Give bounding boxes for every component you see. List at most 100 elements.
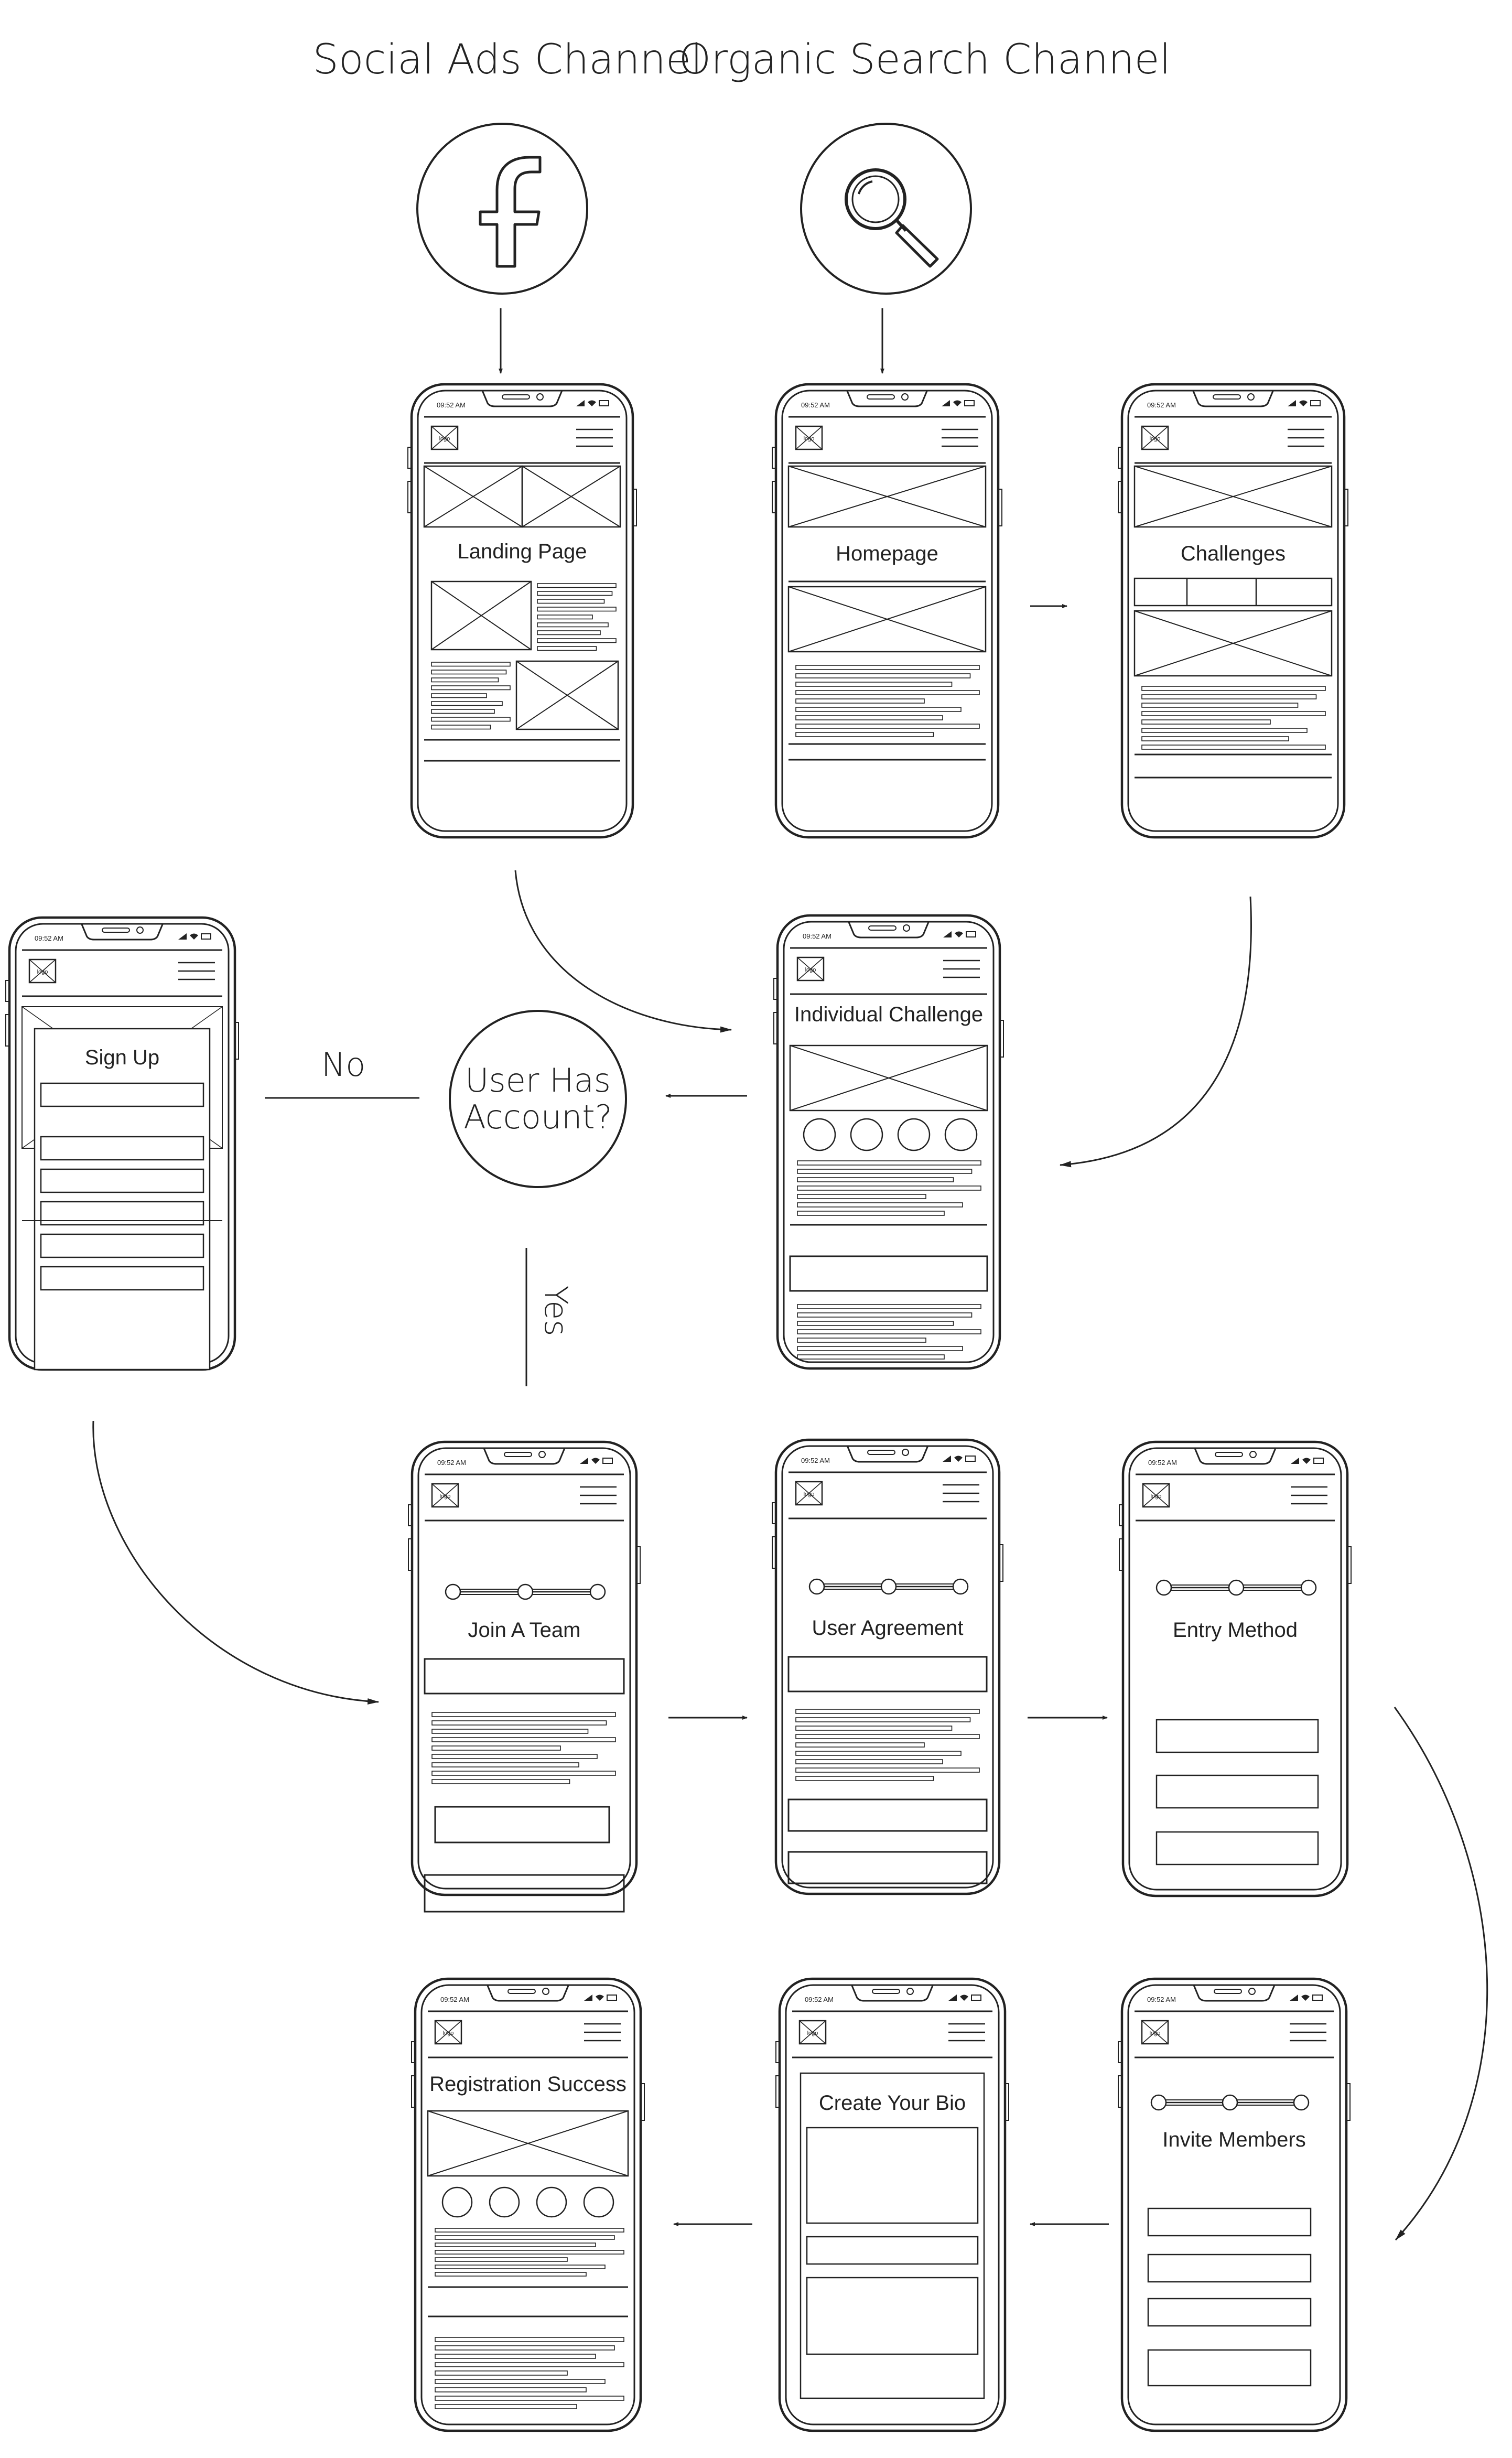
front-camera xyxy=(902,1449,909,1456)
signal-wifi-battery-icon xyxy=(1291,1458,1324,1464)
text-line xyxy=(797,1185,981,1191)
text-line xyxy=(431,717,511,722)
image-placeholder xyxy=(1133,610,1333,677)
front-camera xyxy=(1248,1988,1256,1995)
yes-label: Yes xyxy=(537,1286,574,1336)
phone-bezel xyxy=(417,1447,631,1890)
logo-frame xyxy=(1141,2020,1169,2045)
phone-bezel xyxy=(785,1984,1000,2425)
text-line xyxy=(795,665,980,670)
screen-title: Challenges xyxy=(1181,542,1286,565)
hamburger-menu-icon[interactable] xyxy=(943,1484,979,1503)
logo-placeholder: logo xyxy=(1141,425,1169,450)
front-camera xyxy=(903,924,910,932)
image-frame xyxy=(1133,465,1333,528)
form-field xyxy=(40,1201,204,1226)
phone-notch xyxy=(487,1985,569,2002)
text-line xyxy=(431,709,495,714)
hamburger-menu-icon[interactable] xyxy=(1290,2023,1326,2042)
logo-placeholder: logo xyxy=(28,958,57,984)
logo-frame xyxy=(1141,425,1169,450)
hamburger-menu-icon[interactable] xyxy=(580,1486,617,1505)
hamburger-menu-icon[interactable] xyxy=(1291,1486,1327,1505)
logo-frame xyxy=(434,2020,462,2045)
speaker-grill xyxy=(872,1989,900,1994)
text-line xyxy=(431,1745,561,1751)
signal-wifi-battery-icon xyxy=(942,400,975,406)
front-camera xyxy=(1249,1451,1257,1458)
signal-wifi-battery-icon xyxy=(178,933,211,940)
text-line xyxy=(431,1771,616,1776)
content-block xyxy=(787,1656,988,1692)
speaker-grill xyxy=(102,928,130,933)
wireframe-line xyxy=(799,2020,826,2044)
logo-placeholder: logo xyxy=(796,956,825,982)
text-line xyxy=(431,1720,607,1726)
text-line xyxy=(797,1177,954,1182)
logo-placeholder: logo xyxy=(795,1481,823,1506)
side-button xyxy=(1347,1546,1352,1584)
hamburger-menu-icon[interactable] xyxy=(1288,428,1324,447)
hamburger-menu-icon[interactable] xyxy=(942,428,978,447)
side-button xyxy=(411,2075,416,2108)
avatar xyxy=(850,1118,883,1151)
side-button xyxy=(5,980,10,1002)
text-line xyxy=(435,2257,568,2262)
join-button xyxy=(434,1806,610,1843)
channel-title-organic: Organic Search Channel xyxy=(679,36,1171,83)
front-camera xyxy=(1247,393,1255,401)
status-time: 09:52 AM xyxy=(1147,401,1176,409)
side-button xyxy=(999,1544,1003,1582)
hamburger-menu-icon[interactable] xyxy=(178,962,215,980)
text-line xyxy=(797,1312,973,1318)
stepper-dot xyxy=(1222,2094,1238,2111)
text-line xyxy=(537,599,605,604)
image-frame xyxy=(430,580,532,651)
signal-wifi-battery-icon xyxy=(580,1458,613,1464)
image-cross xyxy=(1134,610,1332,676)
image-frame xyxy=(789,1044,988,1112)
flow-connectors xyxy=(92,308,1488,2241)
avatar xyxy=(583,2186,614,2218)
phone-notch xyxy=(483,1448,566,1465)
phone-body xyxy=(414,1977,642,2432)
avatar xyxy=(536,2186,567,2218)
hamburger-menu-icon[interactable] xyxy=(576,428,613,447)
logo-frame xyxy=(798,2020,827,2045)
phone-body xyxy=(1121,1440,1349,1898)
text-line xyxy=(1141,719,1271,725)
logo-text: logo xyxy=(439,436,450,442)
text-line xyxy=(797,1194,926,1199)
status-time: 09:52 AM xyxy=(805,1996,834,2003)
screen-title: Landing Page xyxy=(458,540,587,563)
text-line xyxy=(435,2228,624,2233)
phone-notch xyxy=(1192,390,1274,407)
battery xyxy=(964,400,975,406)
hamburger-menu-icon[interactable] xyxy=(948,2023,985,2042)
search-icon xyxy=(800,123,972,295)
wireframe-line xyxy=(795,1481,823,1505)
decision-node: User Has Account? xyxy=(449,1010,627,1188)
stepper-dot xyxy=(1293,2094,1310,2111)
front-camera xyxy=(536,393,544,401)
hamburger-menu-icon[interactable] xyxy=(584,2023,621,2042)
text-line xyxy=(435,2345,615,2351)
logo-frame xyxy=(796,956,825,982)
logo-text: logo xyxy=(1150,436,1161,442)
text-line xyxy=(431,685,511,691)
text-line xyxy=(795,1767,980,1773)
avatar xyxy=(897,1118,931,1151)
side-button xyxy=(1118,481,1122,513)
battery xyxy=(599,400,609,406)
battery xyxy=(607,1995,617,2001)
text-lines xyxy=(435,2228,624,2277)
text-line xyxy=(537,646,597,651)
text-line xyxy=(431,662,511,667)
hamburger-menu-icon[interactable] xyxy=(943,960,980,978)
form-field xyxy=(40,1233,204,1258)
image-frame xyxy=(787,586,987,653)
speaker-grill xyxy=(868,925,897,931)
text-line xyxy=(795,673,971,678)
